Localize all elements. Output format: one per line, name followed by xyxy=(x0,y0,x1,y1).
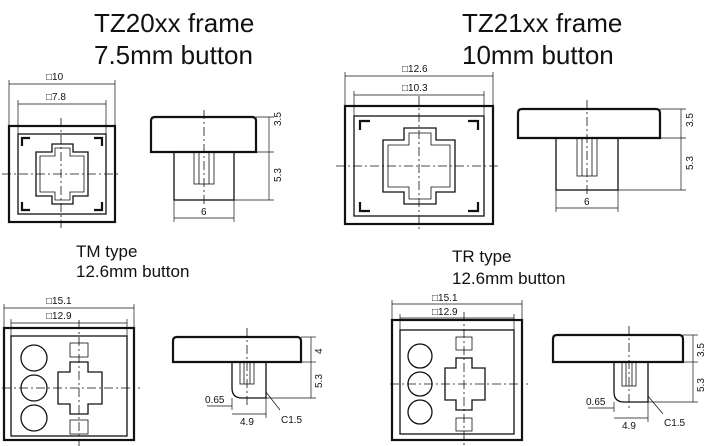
tm-title-line1: TM type xyxy=(76,242,138,261)
tr-outer-dim: □15.1 xyxy=(432,293,458,304)
tz20-width: 6 xyxy=(201,207,207,218)
tz20-height-bottom: 5.3 xyxy=(273,168,284,182)
tm-chamfer: C1.5 xyxy=(281,415,303,426)
tr-inner-dim: □12.9 xyxy=(432,307,458,318)
tz21-height-bottom: 5.3 xyxy=(685,156,696,170)
tz21-width: 6 xyxy=(584,197,590,208)
tz20-title-line2: 7.5mm button xyxy=(94,40,253,70)
tm-height-top: 4 xyxy=(314,348,325,354)
tz20-height-top: 3.5 xyxy=(273,112,284,126)
tz20-inner-dim: □7.8 xyxy=(46,92,66,103)
tz21-outer-dim: □12.6 xyxy=(402,64,428,75)
tm-offset: 0.65 xyxy=(205,395,225,406)
tz21-title-line1: TZ21xx frame xyxy=(462,8,623,38)
tz20-button-side-view xyxy=(149,110,274,222)
tz21-button-side-view xyxy=(516,100,686,212)
tz21-inner-dim: □10.3 xyxy=(402,83,428,94)
tm-title-line2: 12.6mm button xyxy=(76,262,190,281)
tm-outer-dim: □15.1 xyxy=(46,296,72,307)
tr-button-side-view xyxy=(551,326,698,422)
tz21-frame-top-view xyxy=(336,72,500,232)
tr-height-bottom: 5.3 xyxy=(696,378,707,392)
tm-height-bottom: 5.3 xyxy=(314,374,325,388)
tz20-outer-dim: □10 xyxy=(46,72,64,83)
tr-chamfer: C1.5 xyxy=(664,418,686,429)
tz21-height-top: 3.5 xyxy=(685,113,696,127)
tz20-frame-top-view xyxy=(2,80,120,228)
tr-height-top: 3.5 xyxy=(696,343,707,357)
tz20-title-line1: TZ20xx frame xyxy=(94,8,255,38)
tm-frame-top-view xyxy=(2,304,140,446)
tr-title-line2: 12.6mm button xyxy=(452,269,566,288)
tr-width: 4.9 xyxy=(622,421,636,432)
tr-title-line1: TR type xyxy=(452,247,512,266)
tm-inner-dim: □12.9 xyxy=(46,311,72,322)
tm-width: 4.9 xyxy=(240,417,254,428)
tm-button-side-view xyxy=(171,328,316,418)
tr-offset: 0.65 xyxy=(586,397,606,408)
tr-frame-top-view xyxy=(390,300,528,446)
tz21-title-line2: 10mm button xyxy=(462,40,614,70)
